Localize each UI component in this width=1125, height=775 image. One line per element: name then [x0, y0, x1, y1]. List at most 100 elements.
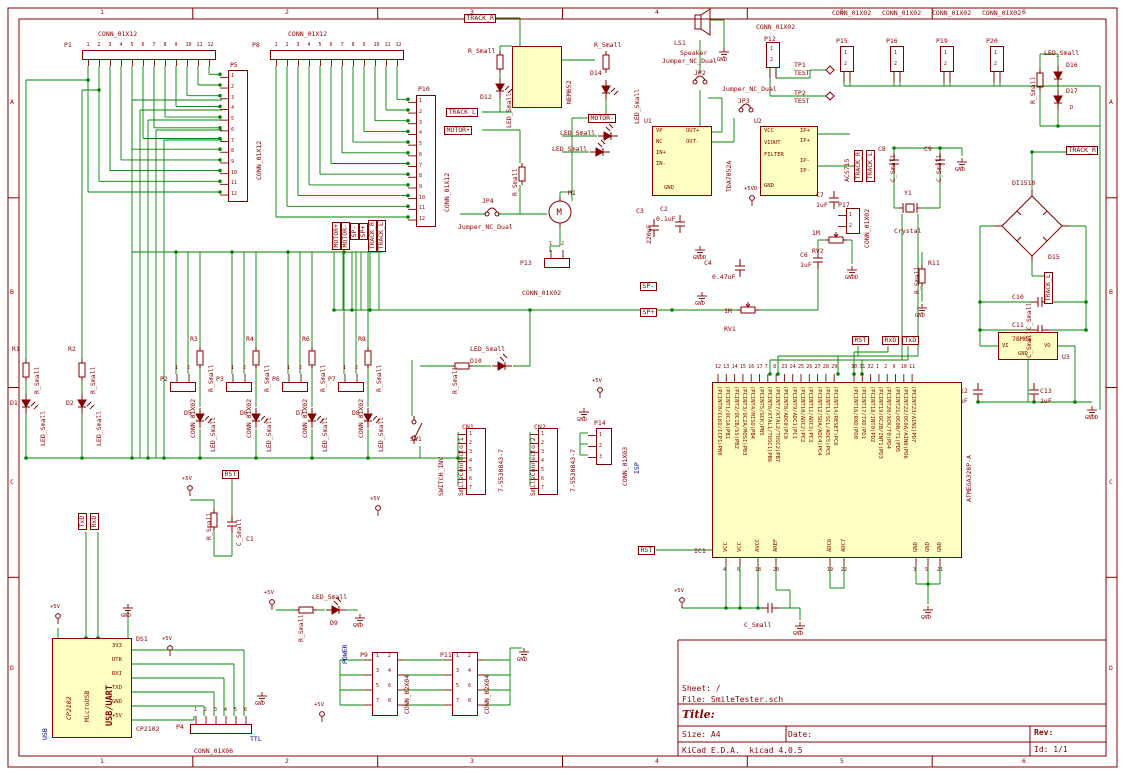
component-text[interactable]: C9	[924, 145, 932, 153]
component-text[interactable]: LED_Small	[312, 593, 348, 601]
component-text[interactable]: Speaker	[680, 49, 708, 57]
cap-symbol[interactable]	[649, 219, 659, 237]
connector-body[interactable]	[990, 46, 1004, 72]
cap-symbol[interactable]	[227, 515, 237, 533]
dio-symbol[interactable]	[1053, 90, 1063, 110]
net-label[interactable]: TRACK_L	[866, 149, 875, 182]
component-text[interactable]: CONN_01X02	[882, 9, 922, 17]
component-text[interactable]: P9	[360, 651, 368, 659]
component-text[interactable]: CONN_01X02	[301, 398, 309, 438]
component-text[interactable]: D1	[10, 399, 18, 407]
component-text[interactable]: CP2102	[136, 725, 160, 733]
cap-symbol[interactable]	[973, 383, 983, 401]
component-text[interactable]: R4	[246, 335, 254, 343]
net-label[interactable]: RST	[852, 336, 869, 345]
text-note[interactable]: POWER	[341, 644, 349, 664]
component-text[interactable]: P8	[252, 41, 260, 49]
text-note[interactable]: USB	[41, 728, 49, 740]
component-text[interactable]: CONN_01X02	[357, 398, 365, 438]
component-text[interactable]: P3	[216, 375, 224, 383]
connector-body[interactable]	[190, 724, 252, 734]
component-text[interactable]: LED_Small	[633, 88, 641, 124]
net-label[interactable]: SP+	[359, 223, 368, 240]
component-text[interactable]: R_Small	[263, 364, 271, 392]
component-text[interactable]: 1uF	[800, 261, 812, 269]
component-text[interactable]: R_Small	[89, 366, 97, 394]
led-symbol[interactable]	[492, 353, 512, 371]
component-text[interactable]: ACS715	[843, 158, 851, 182]
component-text[interactable]: Y1	[904, 189, 912, 197]
component-text[interactable]: R2	[68, 345, 76, 353]
component-text[interactable]: 1M	[812, 229, 820, 237]
component-text[interactable]: MicroUSB	[83, 690, 91, 722]
led-triangle[interactable]	[77, 399, 87, 409]
component-text[interactable]: C_Small	[889, 154, 897, 182]
net-label[interactable]: SP+	[640, 308, 657, 317]
component-text[interactable]: R_Small	[207, 364, 215, 392]
led-symbol[interactable]	[601, 80, 619, 100]
component-text[interactable]: U2	[754, 117, 762, 125]
led-triangle[interactable]	[331, 605, 341, 615]
component-text[interactable]: 220uF	[645, 224, 653, 244]
component-text[interactable]: CONN_01X02	[756, 23, 796, 31]
component-body[interactable]	[998, 332, 1058, 360]
mcu-body[interactable]	[712, 382, 962, 558]
led-triangle[interactable]	[307, 413, 317, 423]
component-body[interactable]	[512, 46, 562, 108]
net-label[interactable]: TRACK_R	[1066, 146, 1099, 155]
res-symbol[interactable]	[602, 51, 610, 73]
component-text[interactable]: CONN_01X02	[832, 9, 872, 17]
net-label[interactable]: TRACK_R	[464, 14, 497, 23]
component-text[interactable]: R_Small	[468, 47, 496, 55]
speaker-cone[interactable]	[700, 8, 711, 36]
cap-symbol[interactable]	[829, 191, 839, 209]
component-text[interactable]: DI1510	[1012, 179, 1036, 187]
component-text[interactable]: CONN_01X12	[443, 172, 451, 212]
component-text[interactable]: R_Small	[33, 366, 41, 394]
connector-body[interactable]	[270, 50, 404, 60]
component-text[interactable]: NEM652	[565, 80, 573, 104]
component-text[interactable]: 1uF	[816, 201, 828, 209]
component-text[interactable]: P13	[520, 259, 532, 267]
cap-symbol[interactable]	[675, 215, 685, 233]
component-text[interactable]: D6	[240, 409, 248, 417]
component-text[interactable]: P14	[594, 419, 606, 427]
component-text[interactable]: R_Small	[375, 364, 383, 392]
jumper-arc[interactable]	[740, 103, 752, 109]
component-text[interactable]: SWITCH_INV	[437, 456, 445, 496]
net-label[interactable]: TRACK_L	[1044, 271, 1053, 304]
component-text[interactable]: LS1	[674, 39, 686, 47]
net-label[interactable]: RxD	[882, 336, 899, 345]
jmp-symbol[interactable]	[692, 75, 708, 85]
connector-body[interactable]	[452, 652, 478, 716]
component-text[interactable]: TEST	[794, 69, 810, 77]
component-text[interactable]: M1	[568, 189, 576, 197]
component-text[interactable]: C3	[636, 207, 644, 215]
net-label[interactable]: TRACK_R	[368, 219, 377, 252]
component-text[interactable]: LED_Small	[265, 416, 273, 452]
component-text[interactable]: C13	[1040, 387, 1052, 395]
component-text[interactable]: Jumper_NC_Dual	[662, 57, 717, 65]
component-text[interactable]: CONN_01X02	[932, 9, 972, 17]
led-triangle[interactable]	[497, 361, 507, 371]
res-symbol[interactable]	[364, 347, 372, 369]
net-label[interactable]: SP-	[350, 223, 359, 240]
component-text[interactable]: P19	[936, 37, 948, 45]
component-text[interactable]: RV2	[812, 247, 824, 255]
jmp-symbol[interactable]	[484, 207, 500, 217]
component-text[interactable]: 7-5530843-7	[497, 448, 505, 492]
component-text[interactable]: D7	[296, 409, 304, 417]
component-text[interactable]: LED_Small	[505, 92, 513, 128]
res-symbol[interactable]	[78, 359, 86, 381]
led-symbol[interactable]	[326, 597, 346, 615]
component-text[interactable]: P7	[328, 375, 336, 383]
connector-body[interactable]	[596, 428, 612, 465]
connector-body[interactable]	[228, 70, 248, 203]
component-text[interactable]: R_Small	[319, 364, 327, 392]
component-text[interactable]: Jumper_NC_Dual	[722, 85, 777, 93]
component-text[interactable]: CP2102	[65, 696, 73, 720]
component-text[interactable]: LED_Small	[39, 410, 47, 446]
component-text[interactable]: CONN_01X12	[288, 30, 328, 38]
component-text[interactable]: SmileConnector1	[457, 437, 465, 496]
res-symbol[interactable]	[451, 362, 473, 370]
